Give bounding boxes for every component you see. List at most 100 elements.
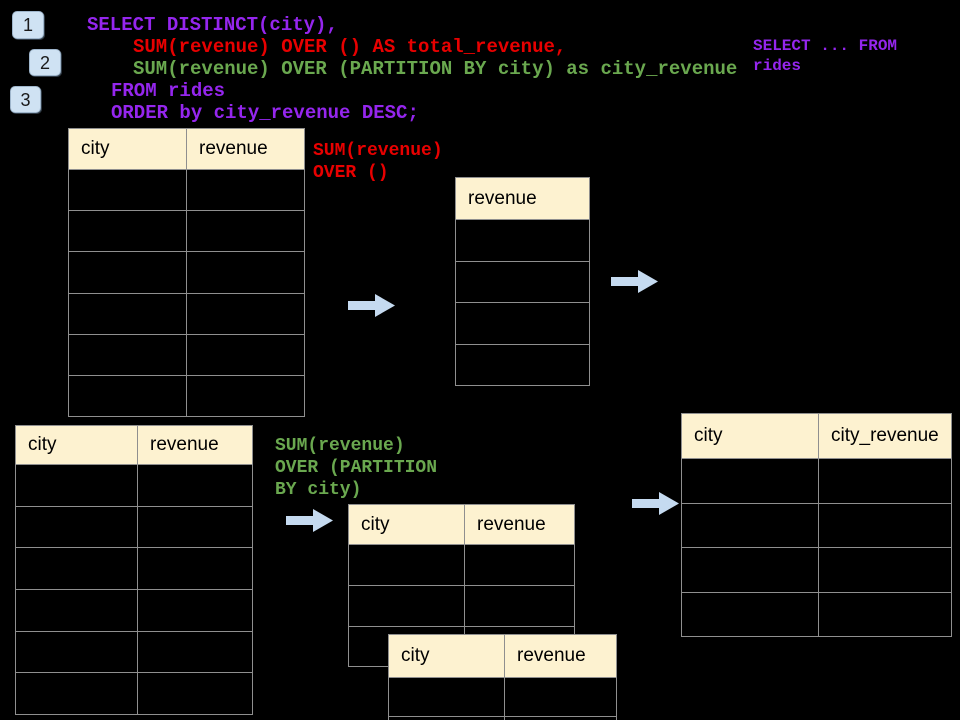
step-badge-2: 2 xyxy=(29,49,61,76)
table-row xyxy=(69,374,304,417)
empty-cell xyxy=(818,592,951,636)
column-header-city: city xyxy=(349,505,464,544)
table-row xyxy=(456,219,589,261)
table-row xyxy=(349,584,574,626)
table-row xyxy=(69,333,304,375)
empty-cell xyxy=(464,545,574,585)
empty-cell xyxy=(137,548,252,590)
column-header-city: city xyxy=(16,426,137,464)
table-row xyxy=(69,210,304,252)
empty-cell xyxy=(137,631,252,673)
table-row xyxy=(456,260,589,303)
empty-cell xyxy=(16,590,137,631)
flow-arrow-icon xyxy=(348,294,395,317)
empty-cell xyxy=(16,673,137,714)
empty-cell xyxy=(186,375,304,417)
select-from-rides-note: SELECT ... FROM rides xyxy=(753,37,898,75)
empty-cell xyxy=(16,548,137,589)
empty-cell xyxy=(137,506,252,548)
column-header-revenue: revenue xyxy=(186,129,304,169)
empty-cell xyxy=(464,585,574,626)
table-row xyxy=(69,169,304,211)
column-header-city: city xyxy=(682,414,818,458)
sql-line-order-by: ORDER by city_revenue DESC; xyxy=(111,102,419,124)
column-header-revenue: revenue xyxy=(504,635,616,677)
empty-cell xyxy=(682,504,818,548)
empty-cell xyxy=(456,262,589,303)
table-row xyxy=(16,630,252,673)
empty-cell xyxy=(504,678,616,716)
empty-cell xyxy=(137,673,252,715)
sql-line-total-revenue: SUM(revenue) OVER () AS total_revenue, xyxy=(133,36,567,58)
table-row xyxy=(16,505,252,548)
sum-over-label: SUM(revenue) OVER () xyxy=(313,141,443,183)
table-row xyxy=(16,589,252,631)
empty-cell xyxy=(186,252,304,293)
table-total-revenue-output: revenue xyxy=(455,177,590,386)
empty-cell xyxy=(69,335,186,375)
empty-cell xyxy=(69,170,186,210)
empty-cell xyxy=(16,507,137,548)
empty-cell xyxy=(682,459,818,503)
empty-cell xyxy=(456,303,589,344)
empty-cell xyxy=(186,170,304,211)
table-row xyxy=(16,672,252,715)
flow-arrow-icon xyxy=(286,509,333,532)
table-row xyxy=(682,458,951,503)
column-header-city_revenue: city_revenue xyxy=(818,414,951,458)
table-row xyxy=(456,302,589,344)
empty-cell xyxy=(186,293,304,334)
table-row xyxy=(389,716,616,720)
column-header-city: city xyxy=(389,635,504,677)
empty-cell xyxy=(818,503,951,547)
column-header-revenue: revenue xyxy=(464,505,574,544)
column-header-city: city xyxy=(69,129,186,169)
table-row xyxy=(69,292,304,334)
empty-cell xyxy=(69,294,186,334)
table-row xyxy=(456,343,589,386)
empty-cell xyxy=(69,211,186,251)
step-badge-1: 1 xyxy=(12,11,44,39)
empty-cell xyxy=(818,459,951,503)
empty-cell xyxy=(504,717,616,720)
empty-cell xyxy=(389,678,504,716)
empty-cell xyxy=(69,252,186,292)
empty-cell xyxy=(349,586,464,626)
step-badge-3: 3 xyxy=(10,86,41,113)
empty-cell xyxy=(69,376,186,416)
sql-line-from: FROM rides xyxy=(111,80,226,102)
empty-cell xyxy=(16,632,137,673)
empty-cell xyxy=(137,465,252,506)
table-row xyxy=(682,502,951,548)
flow-arrow-icon xyxy=(611,270,658,293)
empty-cell xyxy=(16,465,137,506)
table-row xyxy=(16,464,252,506)
sum-partition-label: SUM(revenue) OVER (PARTITION BY city) xyxy=(275,436,438,500)
empty-cell xyxy=(186,211,304,252)
empty-cell xyxy=(137,590,252,631)
table-row xyxy=(349,544,574,585)
empty-cell xyxy=(186,334,304,375)
sql-line-select: SELECT DISTINCT(city), xyxy=(87,14,338,36)
table-row xyxy=(16,547,252,590)
column-header-revenue: revenue xyxy=(456,178,589,219)
flow-arrow-icon xyxy=(632,492,679,515)
empty-cell xyxy=(818,548,951,592)
empty-cell xyxy=(682,548,818,592)
table-row xyxy=(389,677,616,716)
empty-cell xyxy=(456,220,589,261)
table-row xyxy=(682,591,951,637)
empty-cell xyxy=(682,593,818,637)
table-row xyxy=(682,547,951,592)
